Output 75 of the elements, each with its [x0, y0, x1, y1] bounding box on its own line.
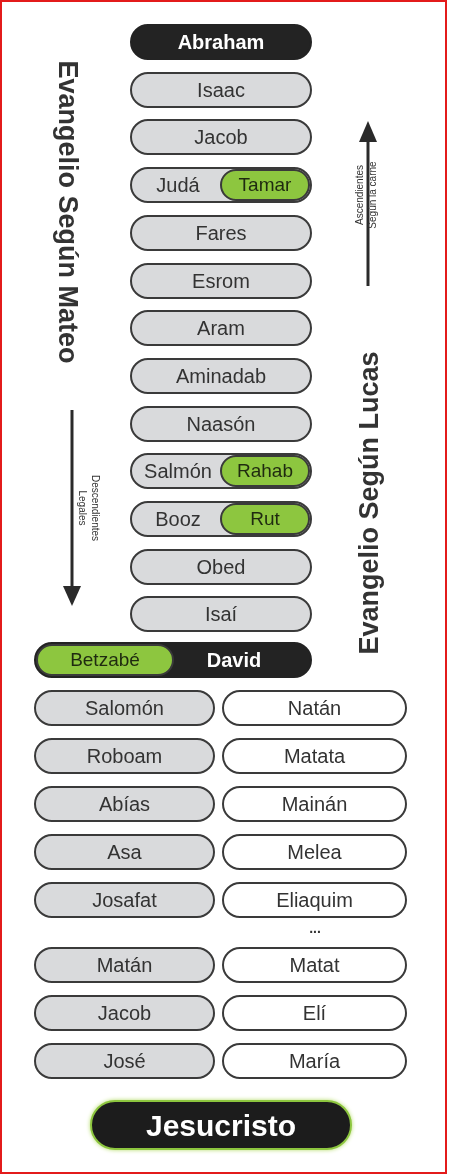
couple-pill	[34, 642, 312, 678]
name-text: María	[287, 1049, 342, 1074]
name-pill	[130, 548, 312, 585]
name-pill	[130, 310, 312, 347]
couple-pill	[130, 167, 312, 204]
name-pill	[130, 24, 312, 60]
name-pill	[222, 882, 407, 918]
name-pill	[222, 738, 407, 774]
name-text: David	[205, 648, 263, 673]
name-pill	[220, 455, 310, 488]
name-pill	[222, 995, 407, 1031]
name-pill	[34, 1043, 215, 1079]
name-text: Salomón	[84, 696, 165, 721]
name-pill	[130, 596, 312, 633]
name-pill	[220, 169, 310, 202]
name-pill	[90, 1100, 352, 1150]
name-pill	[222, 786, 407, 822]
name-pill	[34, 882, 215, 918]
name-text: Esrom	[191, 268, 251, 294]
name-pill	[222, 690, 407, 726]
name-text: Melea	[286, 840, 343, 865]
name-pill	[222, 834, 407, 870]
name-text: Matata	[282, 744, 347, 769]
name-text: Betzabé	[69, 647, 141, 672]
side-label: Descendientes Legales	[76, 473, 102, 544]
name-text: Matán	[95, 953, 154, 978]
name-pill	[34, 690, 215, 726]
side-label: Evangelio Según Mateo	[53, 59, 83, 366]
name-pill	[130, 71, 312, 108]
name-pill	[34, 834, 215, 870]
name-pill	[220, 503, 310, 535]
name-text: Booz	[154, 507, 202, 532]
name-text: Natán	[286, 696, 343, 721]
name-text: Salmón	[143, 459, 213, 485]
name-text: Jacob	[96, 1001, 153, 1026]
name-pill	[34, 995, 215, 1031]
name-text: Asa	[106, 840, 143, 865]
name-pill	[222, 947, 407, 983]
name-text: Rahab	[236, 459, 294, 484]
name-text: Isaí	[203, 602, 239, 628]
name-text: Isaac	[196, 77, 246, 103]
name-text: Fares	[194, 220, 248, 246]
name-text: Tamar	[237, 172, 293, 197]
name-text: Aram	[196, 316, 246, 342]
name-text: Abraham	[176, 30, 266, 55]
name-text: Judá	[155, 173, 201, 199]
name-text: Josafat	[91, 888, 158, 913]
name-pill	[36, 644, 174, 676]
name-pill	[34, 786, 215, 822]
ellipsis-text: ...	[308, 921, 322, 935]
name-pill	[130, 405, 312, 442]
name-pill	[130, 119, 312, 156]
name-pill	[130, 262, 312, 299]
name-text: Abías	[97, 792, 152, 817]
name-text: Obed	[195, 554, 247, 580]
name-text: Mainán	[280, 792, 349, 817]
name-text: Matat	[288, 953, 341, 978]
name-pill	[34, 738, 215, 774]
name-text: Elí	[301, 1001, 328, 1026]
name-text: Jacob	[193, 125, 249, 151]
couple-pill	[130, 453, 312, 490]
name-text: José	[102, 1049, 147, 1074]
name-text: Rut	[249, 506, 281, 531]
name-text: Eliaquim	[275, 888, 354, 913]
name-text: Aminadab	[174, 363, 268, 389]
name-pill	[222, 1043, 407, 1079]
couple-pill	[130, 501, 312, 537]
name-text: Jesucristo	[144, 1107, 298, 1144]
name-pill	[34, 947, 215, 983]
name-pill	[130, 357, 312, 394]
side-label: Evangelio Según Lucas	[354, 350, 384, 657]
name-pill	[130, 214, 312, 251]
side-label: Ascendientes Según la carne	[353, 160, 379, 231]
name-text: Naasón	[185, 411, 257, 437]
name-text: Roboam	[85, 744, 164, 769]
